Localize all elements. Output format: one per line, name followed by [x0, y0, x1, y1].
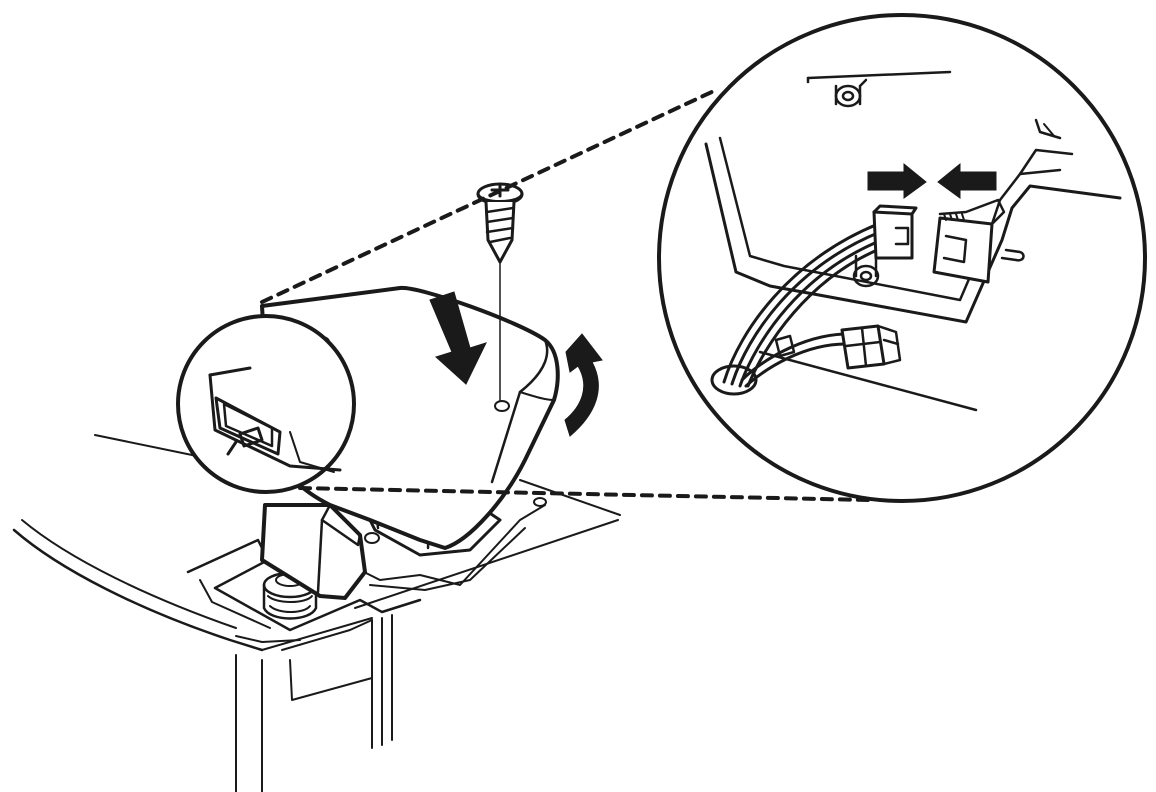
switch-detail-callout [176, 314, 356, 494]
hinge-plate [186, 497, 547, 632]
wire-connector-detail-callout [657, 13, 1147, 503]
rotate-arrow-icon [564, 333, 603, 437]
press-down-arrow-icon [429, 291, 487, 385]
cover-screw [476, 182, 524, 401]
hinge-tab [260, 503, 367, 600]
push-together-arrow-right-icon [867, 162, 927, 199]
callout-leader-lines [260, 88, 872, 502]
push-together-arrow-left-icon [937, 162, 997, 199]
